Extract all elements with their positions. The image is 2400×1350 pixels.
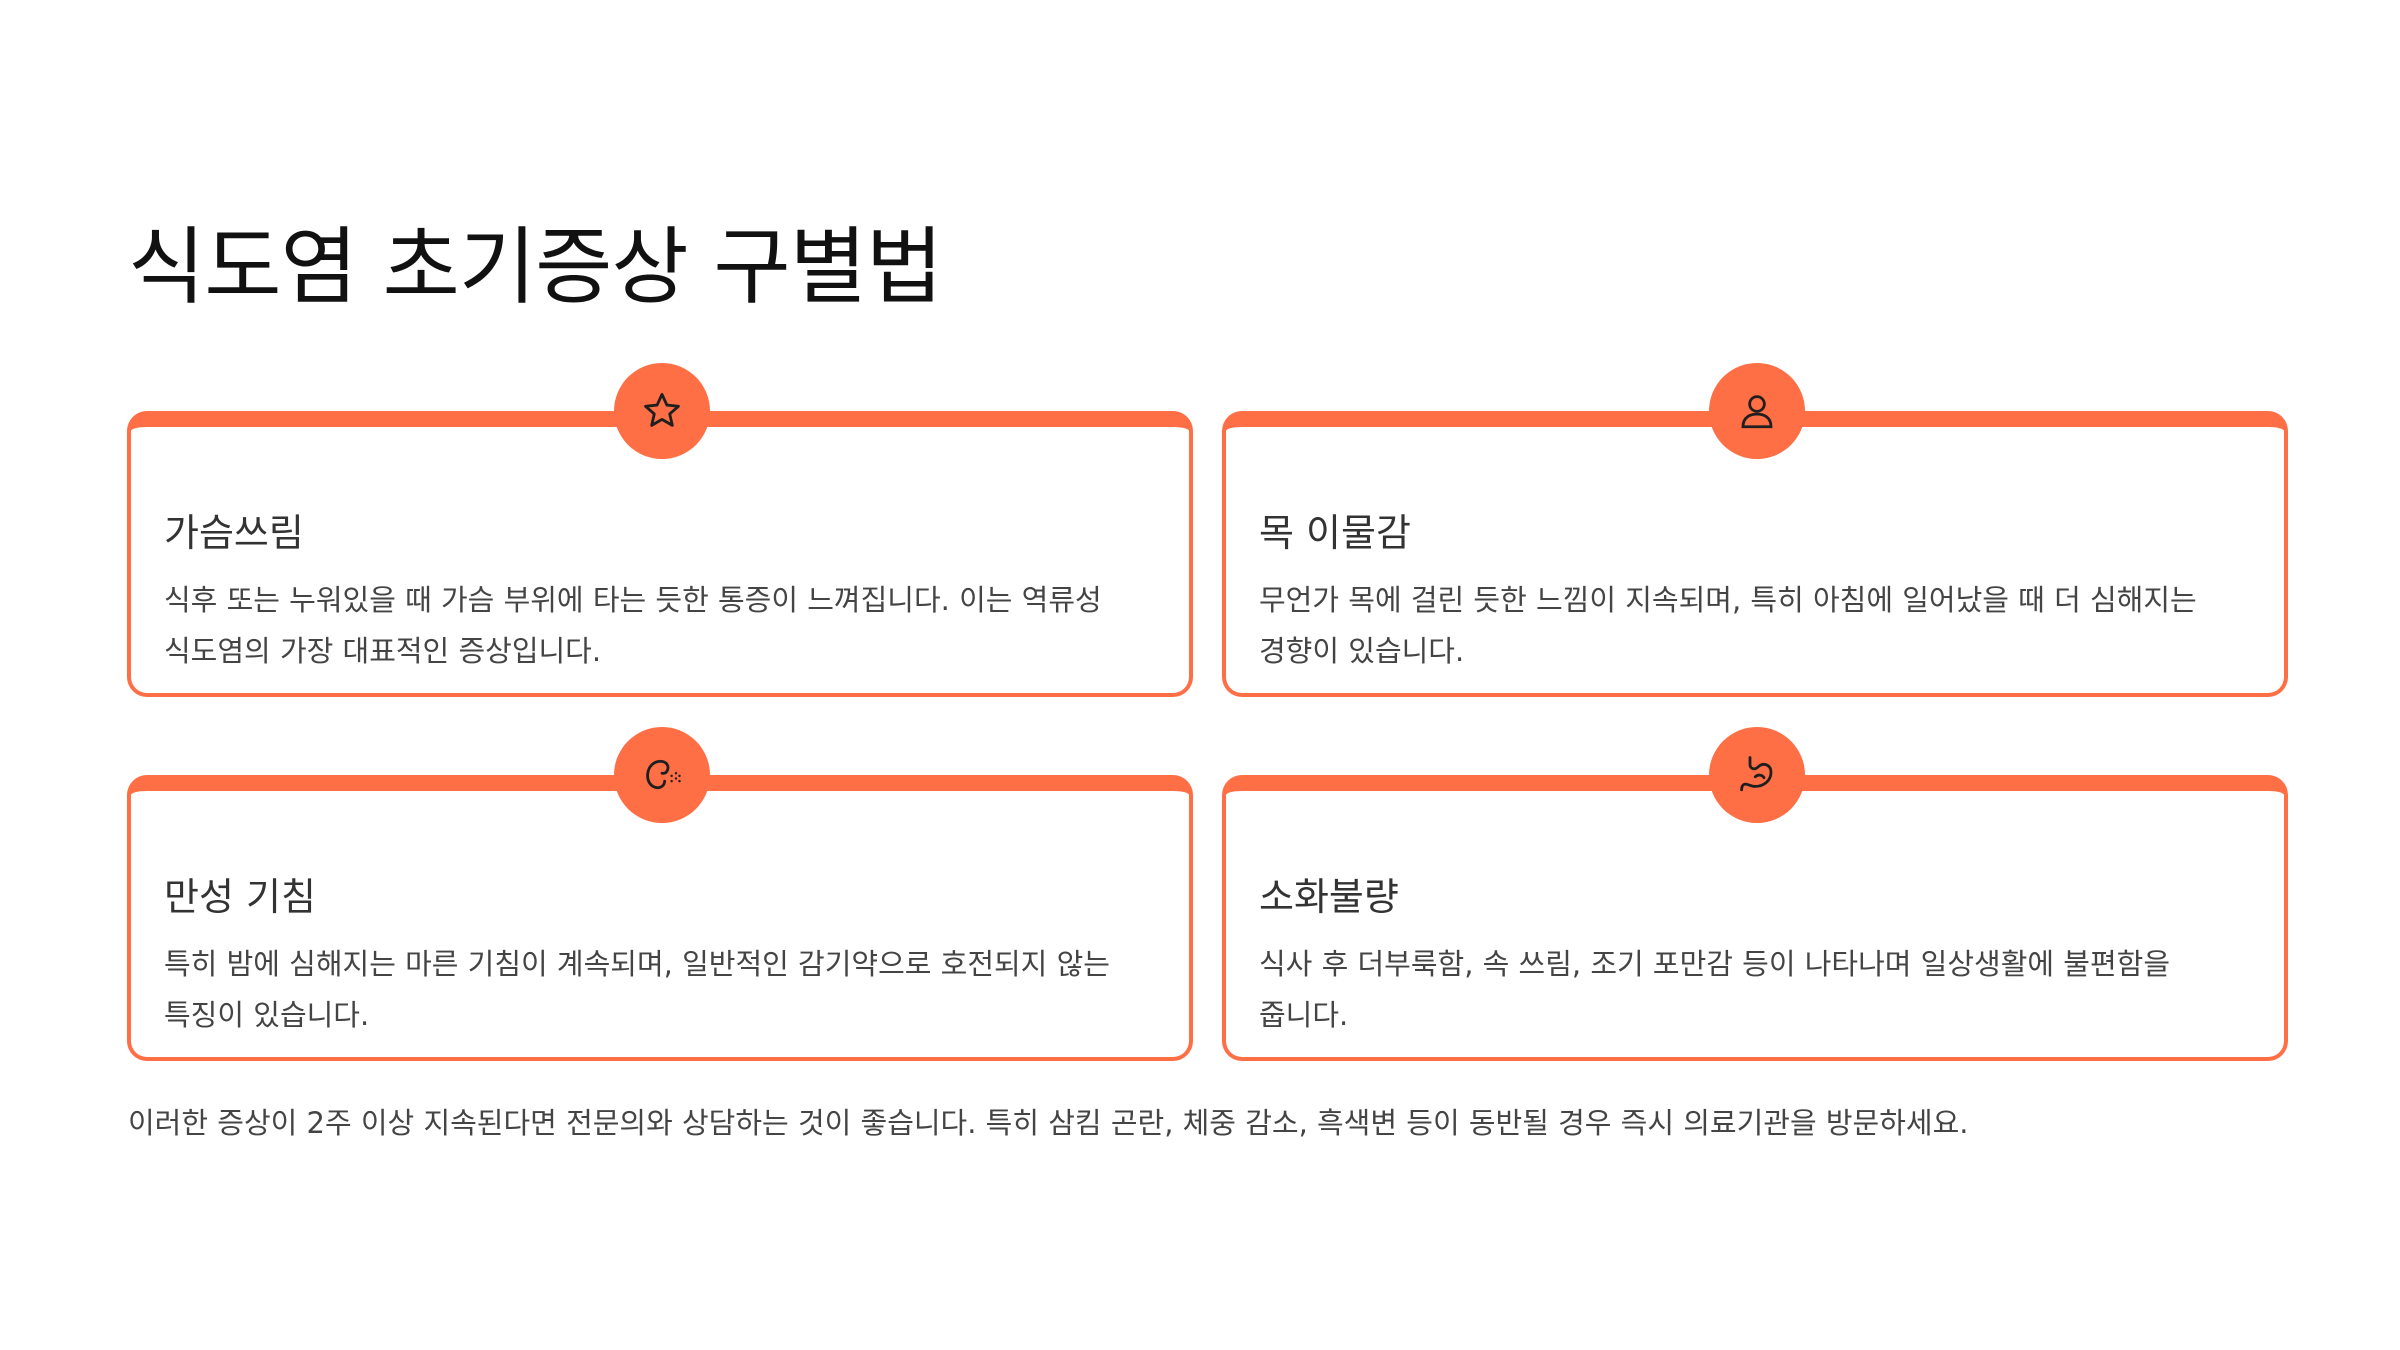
user-icon bbox=[1709, 363, 1805, 459]
card-description: 무언가 목에 걸린 듯한 느낌이 지속되며, 특히 아침에 일어났을 때 더 심… bbox=[1259, 583, 2197, 668]
card-title: 소화불량 bbox=[1259, 875, 1399, 919]
star-icon bbox=[614, 363, 710, 459]
symptom-card-cough: 만성 기침 특히 밤에 심해지는 마른 기침이 계속되며, 일반적인 감기약으로… bbox=[127, 727, 1193, 1061]
symptom-card-indigestion: 소화불량 식사 후 더부룩함, 속 쓰림, 조기 포만감 등이 나타나며 일상생… bbox=[1222, 727, 2288, 1061]
cough-icon bbox=[614, 727, 710, 823]
stomach-icon bbox=[1709, 727, 1805, 823]
card-description: 식사 후 더부룩함, 속 쓰림, 조기 포만감 등이 나타나며 일상생활에 불편… bbox=[1259, 947, 2171, 1032]
card-title: 목 이물감 bbox=[1259, 511, 1411, 555]
card-description: 특히 밤에 심해지는 마른 기침이 계속되며, 일반적인 감기약으로 호전되지 … bbox=[164, 947, 1110, 1032]
symptom-card-throat: 목 이물감 무언가 목에 걸린 듯한 느낌이 지속되며, 특히 아침에 일어났을… bbox=[1222, 363, 2288, 697]
card-title: 가슴쓰림 bbox=[164, 511, 304, 555]
page-title: 식도염 초기증상 구별법 bbox=[128, 218, 943, 316]
card-description: 식후 또는 누워있을 때 가슴 부위에 타는 듯한 통증이 느껴집니다. 이는 … bbox=[164, 583, 1102, 668]
card-title: 만성 기침 bbox=[164, 875, 316, 919]
footer-note: 이러한 증상이 2주 이상 지속된다면 전문의와 상담하는 것이 좋습니다. 특… bbox=[128, 1106, 1969, 1140]
symptom-card-heartburn: 가슴쓰림 식후 또는 누워있을 때 가슴 부위에 타는 듯한 통증이 느껴집니다… bbox=[127, 363, 1193, 697]
